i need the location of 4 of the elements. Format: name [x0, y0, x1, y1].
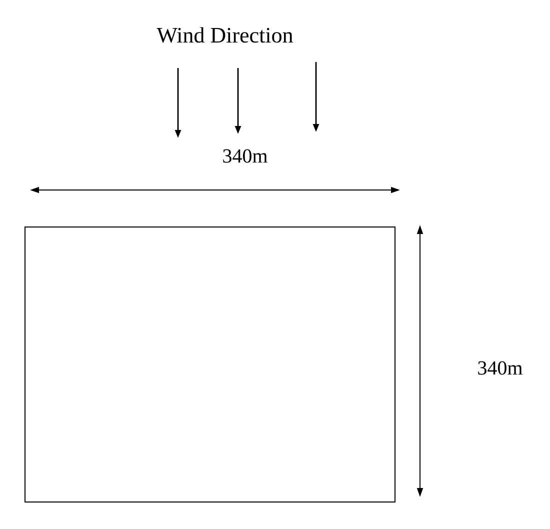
dimension-label: 340m	[478, 361, 522, 375]
dimension-label: 340m	[223, 149, 268, 163]
title-text: Wind Direction	[156, 27, 293, 43]
plot-rectangle	[24, 226, 396, 502]
